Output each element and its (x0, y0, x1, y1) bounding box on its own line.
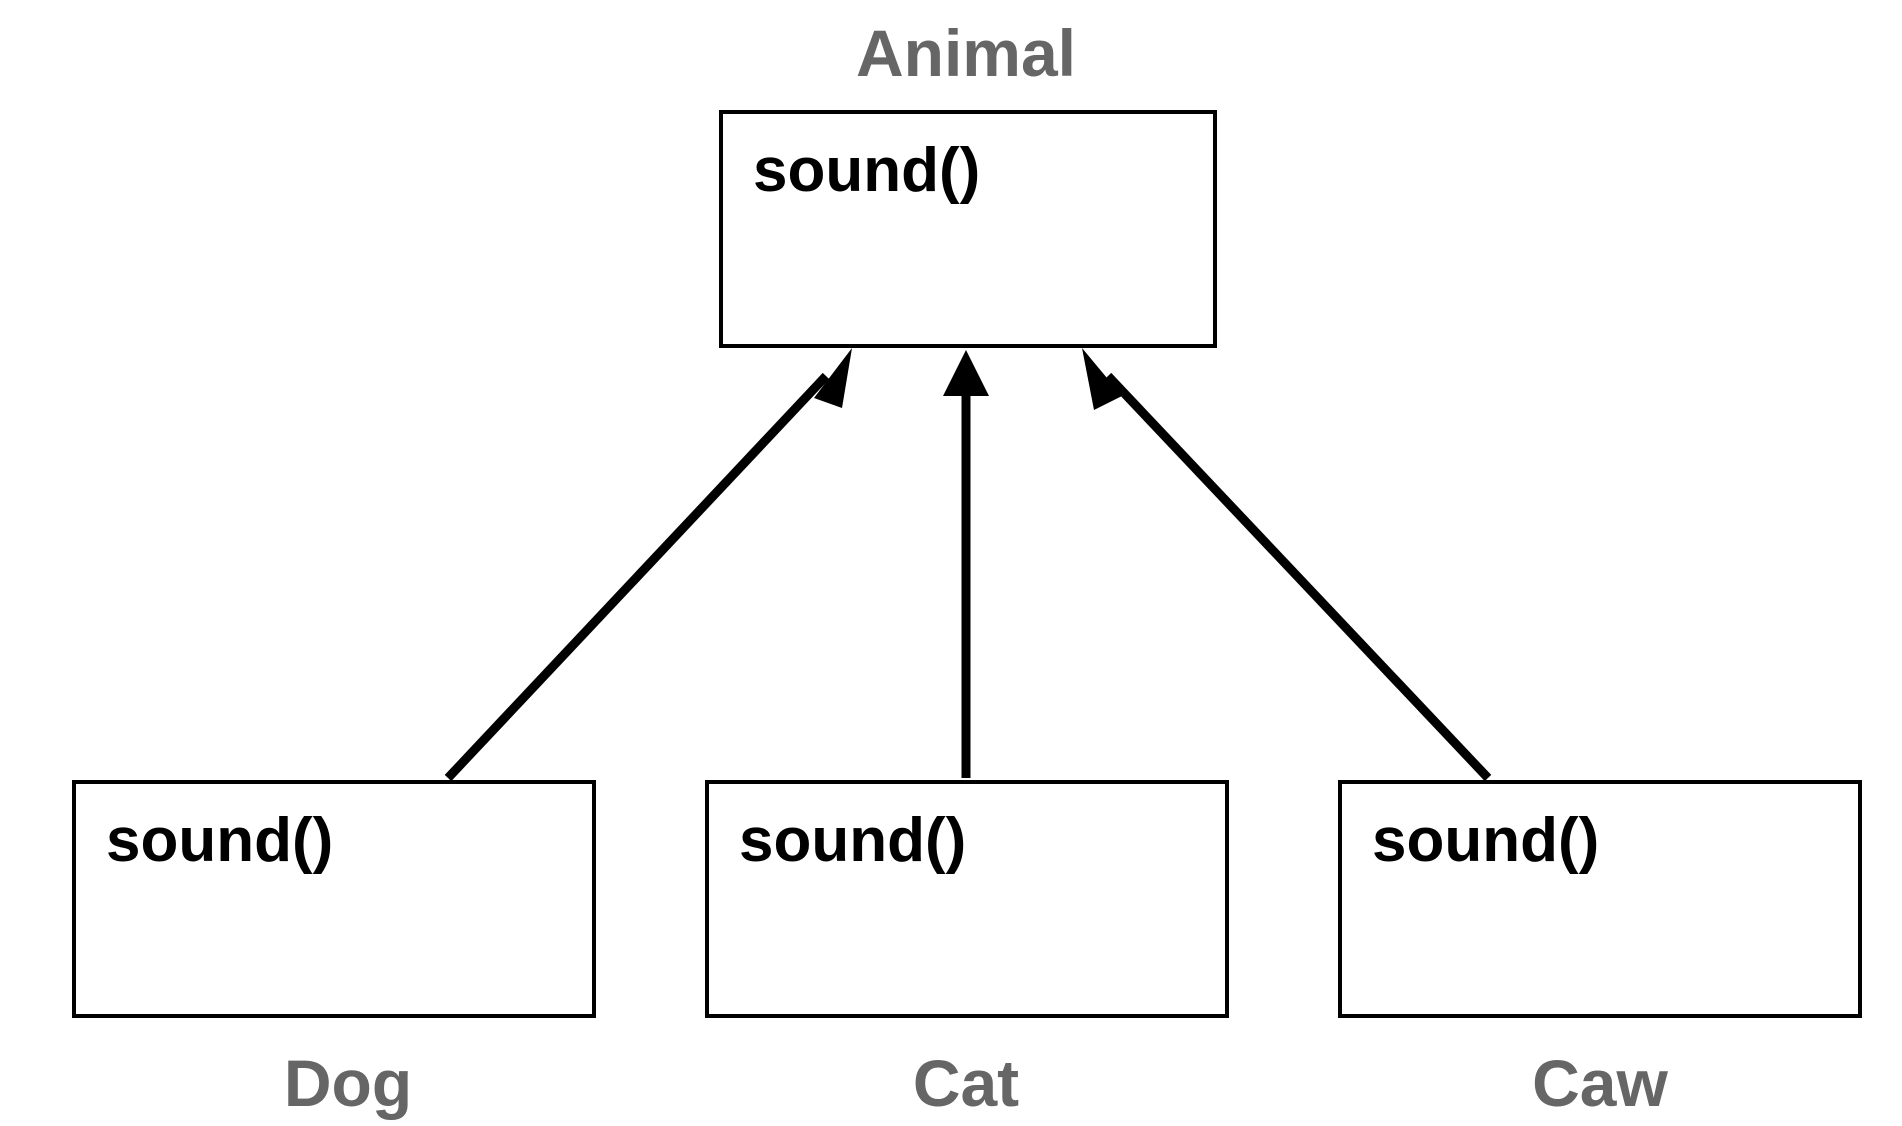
child-class-name-caw: Caw (1532, 1046, 1668, 1120)
arrow-dog-to-animal (444, 372, 830, 782)
child-class-name-dog: Dog (283, 1046, 413, 1120)
arrowhead-caw (1082, 348, 1122, 410)
arrow-caw-to-animal (1104, 372, 1492, 782)
parent-class-box: sound() (719, 110, 1217, 348)
parent-class-name: Animal (855, 16, 1077, 90)
child-method-caw: sound() (1372, 806, 1600, 875)
parent-method: sound() (753, 136, 981, 205)
child-class-box-dog: sound() (72, 780, 596, 1018)
child-class-box-caw: sound() (1338, 780, 1862, 1018)
child-method-dog: sound() (106, 806, 334, 875)
arrowhead-cat (943, 350, 989, 396)
arrowhead-dog (814, 348, 852, 408)
child-class-box-cat: sound() (705, 780, 1229, 1018)
child-method-cat: sound() (739, 806, 967, 875)
child-class-name-cat: Cat (912, 1046, 1020, 1120)
